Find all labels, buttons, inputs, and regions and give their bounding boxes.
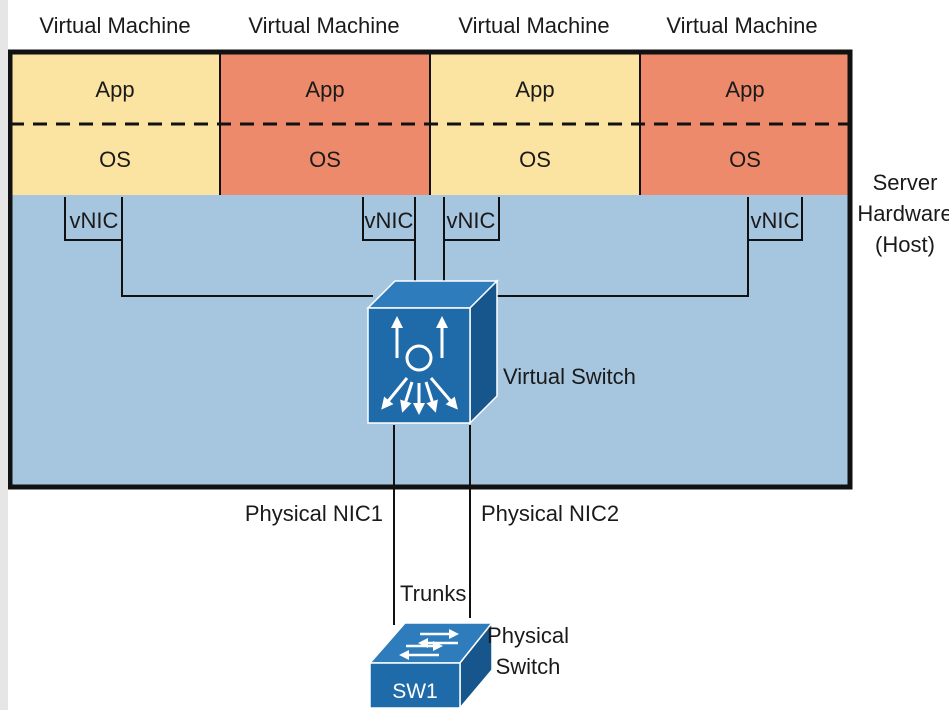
vm-title-1: Virtual Machine — [39, 13, 190, 38]
physical-switch-label-line-2: Switch — [496, 654, 561, 679]
physical-switch-name: SW1 — [392, 680, 438, 703]
vm-3-os: OS — [519, 147, 551, 172]
vnic-box-2 — [362, 197, 416, 241]
vm-2-os: OS — [309, 147, 341, 172]
vm-2-app: App — [305, 77, 344, 102]
vnic-box-1 — [64, 197, 123, 241]
vm-title-4: Virtual Machine — [666, 13, 817, 38]
diagram-canvas: Virtual Machine Virtual Machine Virtual … — [8, 0, 949, 710]
vnic-label-2: vNIC — [365, 208, 414, 233]
vm-4-os: OS — [729, 147, 761, 172]
vm-3-app: App — [515, 77, 554, 102]
host-label-line-3: (Host) — [875, 232, 935, 257]
physical-switch-label-line-1: Physical — [487, 623, 569, 648]
vnic-box-4 — [747, 197, 803, 241]
virtual-switch-label: Virtual Switch — [503, 364, 636, 389]
vnic-label-1: vNIC — [70, 208, 119, 233]
vm-title-3: Virtual Machine — [458, 13, 609, 38]
vnic-label-3: vNIC — [447, 208, 496, 233]
vnic-link-1 — [121, 240, 373, 297]
host-label-line-1: Server — [873, 170, 938, 195]
host-label-line-2: Hardware — [857, 201, 949, 226]
virtualization-diagram: Virtual Machine Virtual Machine Virtual … — [8, 13, 949, 710]
physical-nic1-label: Physical NIC1 — [245, 501, 383, 526]
vm-4-app: App — [725, 77, 764, 102]
virtual-machine-2 — [220, 52, 430, 195]
vm-1-os: OS — [99, 147, 131, 172]
vm-1-app: App — [95, 77, 134, 102]
virtual-switch-icon — [366, 279, 499, 425]
vnic-label-4: vNIC — [751, 208, 800, 233]
vm-title-2: Virtual Machine — [248, 13, 399, 38]
host-border — [8, 49, 853, 490]
physical-switch-icon — [368, 620, 494, 710]
virtual-machine-3 — [430, 52, 640, 195]
vnic-link-4 — [493, 240, 749, 297]
physical-nic2-label: Physical NIC2 — [481, 501, 619, 526]
trunks-label: Trunks — [400, 581, 466, 606]
vnic-box-3 — [443, 197, 500, 241]
